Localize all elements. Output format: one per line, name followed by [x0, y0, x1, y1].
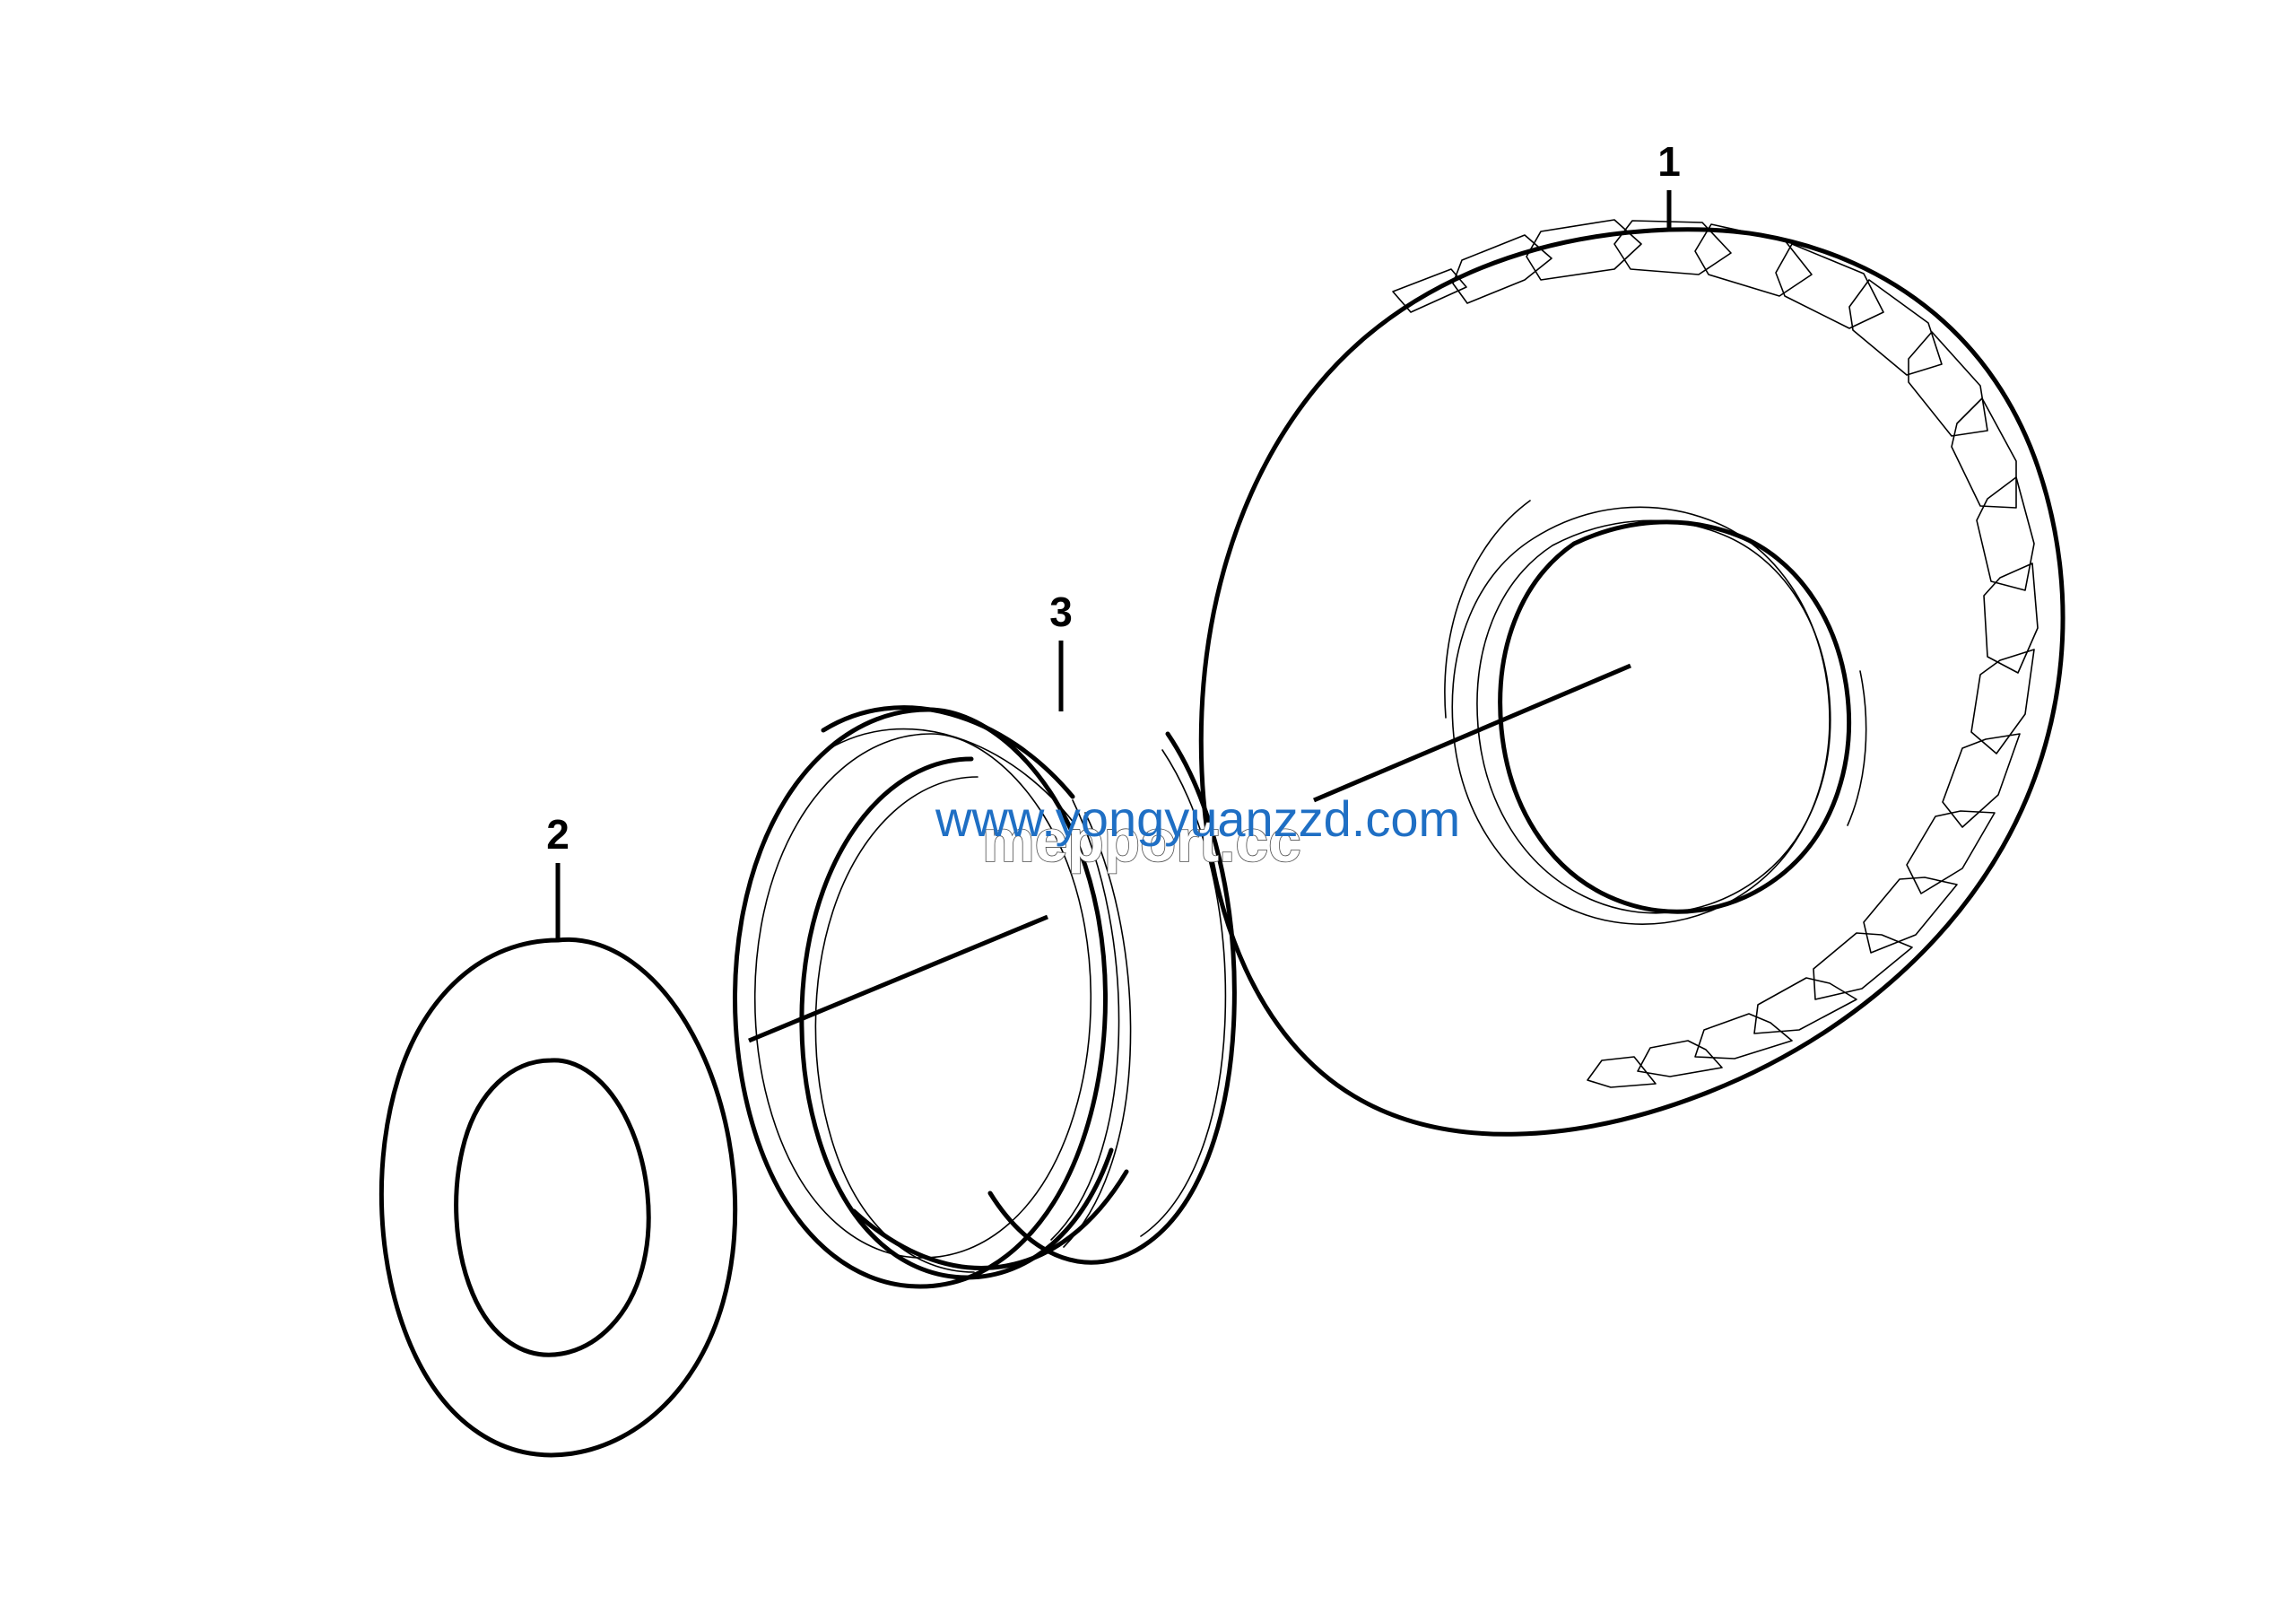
callout-number-1: 1	[1657, 138, 1681, 185]
leader-line-3-pointer	[748, 914, 1048, 1043]
tire-bead-arc-left	[1444, 500, 1531, 719]
callout-number-3: 3	[1049, 589, 1073, 635]
tread-lug-7	[1848, 279, 1943, 376]
tire-outer-outline	[1198, 227, 2066, 1137]
rim-rear-flange-inner	[1140, 749, 1227, 1237]
tread-lug-4	[1613, 220, 1732, 275]
leader-lines	[555, 190, 1672, 1043]
watermark-url-blue: www.yongyuanzzd.com	[935, 790, 1460, 847]
flap-ring-inner-ellipse	[454, 1058, 651, 1357]
tread-lug-15	[1863, 876, 1958, 954]
rim-bottom-surface	[851, 1169, 1129, 1270]
leader-line-1-pointer	[1313, 663, 1631, 803]
tread-lug-6	[1775, 243, 1884, 329]
tread-lug-5	[1694, 223, 1813, 297]
tread-lug-10	[1976, 476, 2035, 591]
callout-number-2: 2	[546, 811, 570, 858]
part-tire	[1198, 219, 2066, 1137]
tread-lug-14	[1906, 810, 1996, 894]
tread-lug-16	[1813, 932, 1913, 1000]
tread-lug-8	[1908, 331, 1988, 437]
tread-lug-9	[1951, 397, 2017, 509]
tire-bead-ring-middle	[1476, 519, 1831, 914]
tire-bead-ring-inner	[1498, 519, 1851, 914]
tread-lug-17	[1753, 977, 1857, 1034]
tire-tread-pattern	[1392, 219, 2039, 1088]
tread-lug-18	[1694, 1013, 1793, 1060]
tread-lug-11	[1983, 562, 2039, 674]
rim-interior-wall-arc-b	[1063, 812, 1132, 1248]
rim-inner-bore-thin	[814, 776, 978, 1273]
watermark-brand-outline: mepport.cc	[982, 807, 1301, 874]
rim-front-flange-ring-a	[753, 733, 1092, 1259]
rim-inner-bore-outer	[799, 756, 1114, 1280]
rim-rear-flange-outer	[987, 731, 1237, 1265]
tread-lug-1	[1392, 268, 1467, 313]
tread-lug-2	[1452, 234, 1552, 304]
tire-bead-ring-outermost	[1451, 506, 1831, 925]
tire-bead-rings	[1444, 500, 1867, 925]
tread-lug-12	[1970, 649, 2035, 754]
tread-lug-3	[1526, 219, 1642, 281]
tread-lug-13	[1942, 733, 2021, 828]
flap-ring-outer-ellipse	[378, 937, 738, 1458]
tread-lug-19	[1637, 1040, 1723, 1077]
tire-bead-arc-right	[1847, 670, 1867, 826]
rim-interior-wall-arc	[1050, 799, 1120, 1241]
tread-lug-20	[1587, 1056, 1657, 1088]
part-flap-ring	[378, 937, 738, 1458]
part-wheel-rim	[732, 705, 1237, 1289]
rim-front-flange-outer	[732, 707, 1109, 1289]
